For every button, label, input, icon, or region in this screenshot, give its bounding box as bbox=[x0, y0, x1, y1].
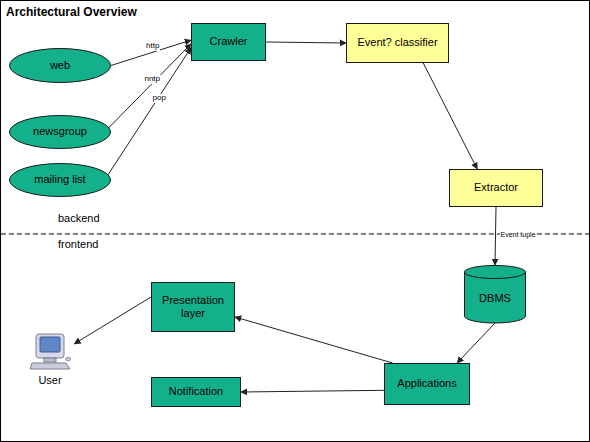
node-label: Event? classifier bbox=[357, 36, 437, 49]
process-box: Extractor bbox=[449, 169, 543, 207]
cylinder-top bbox=[465, 266, 526, 279]
monitor-screen bbox=[40, 337, 60, 352]
monitor-case bbox=[36, 334, 64, 358]
mouse bbox=[66, 357, 71, 361]
source-ellipse: newsgroup bbox=[9, 115, 111, 149]
process-box: Presentation layer bbox=[151, 282, 235, 332]
flow-arrow bbox=[108, 44, 191, 129]
user-icon: User bbox=[21, 333, 79, 387]
database-cylinder: DBMS bbox=[464, 265, 526, 323]
process-box: Event? classifier bbox=[346, 23, 449, 63]
node-label: Crawler bbox=[210, 35, 248, 48]
source-ellipse: web bbox=[9, 48, 111, 83]
node-label: web bbox=[50, 59, 70, 72]
slide-title: Architectural Overview bbox=[6, 5, 137, 19]
node-label: Notification bbox=[169, 385, 223, 398]
ellipse-outline bbox=[10, 164, 111, 197]
flow-arrow bbox=[111, 40, 191, 65]
cylinder-body bbox=[465, 272, 526, 323]
ellipse-outline bbox=[10, 116, 111, 149]
flow-arrow bbox=[266, 42, 346, 43]
edge-label: nntp bbox=[143, 75, 161, 84]
node-label: mailing list bbox=[34, 173, 85, 186]
source-ellipse: mailing list bbox=[9, 163, 111, 197]
flow-arrow bbox=[457, 323, 495, 363]
node-label: Applications bbox=[397, 377, 456, 390]
node-label: User bbox=[38, 374, 61, 387]
process-box: Notification bbox=[151, 377, 241, 407]
keyboard bbox=[30, 363, 70, 369]
flow-arrow bbox=[423, 63, 477, 169]
tier-label: backend bbox=[58, 212, 100, 224]
node-label: newsgroup bbox=[33, 125, 87, 138]
node-label: DBMS bbox=[479, 292, 511, 305]
edge-label: Event tuple bbox=[500, 231, 537, 239]
monitor-stand bbox=[44, 358, 56, 362]
flow-arrow bbox=[495, 207, 496, 265]
flow-arrow bbox=[241, 390, 384, 392]
ellipse-outline bbox=[10, 49, 111, 83]
flow-arrow bbox=[235, 317, 393, 363]
process-box: Applications bbox=[384, 363, 470, 405]
node-label: Presentation layer bbox=[152, 294, 234, 320]
process-box: Crawler bbox=[191, 23, 266, 61]
flow-arrow bbox=[74, 297, 151, 344]
edge-label: http bbox=[145, 42, 160, 51]
node-label: Extractor bbox=[474, 181, 518, 194]
tier-label: frontend bbox=[58, 238, 98, 250]
computer-drawing bbox=[30, 334, 71, 369]
edge-label: pop bbox=[152, 94, 167, 103]
flow-arrow bbox=[108, 48, 191, 175]
